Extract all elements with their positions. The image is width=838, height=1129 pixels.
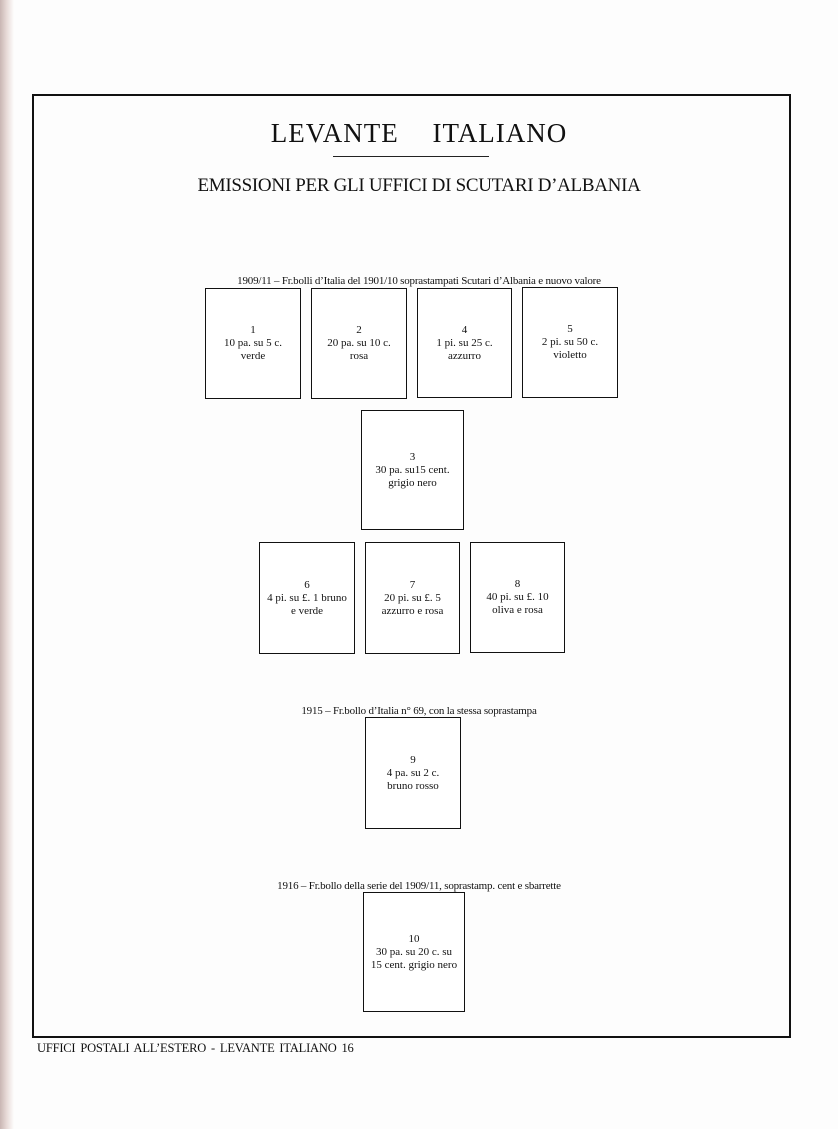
stamp-color: azzurro e rosa — [381, 604, 444, 617]
stamp-value: 30 pa. su15 cent. — [375, 463, 450, 476]
stamp-color: oliva e rosa — [492, 604, 543, 616]
stamp-number: 6 — [304, 578, 310, 591]
stamp-color: e verde — [290, 604, 324, 617]
stamp-space-2: 2 20 pa. su 10 c. rosa — [311, 288, 407, 399]
stamp-value: 40 pi. su £. 10 — [486, 591, 549, 603]
stamp-space-1: 1 10 pa. su 5 c. verde — [205, 288, 301, 399]
title-underline — [333, 156, 489, 157]
stamp-space-5: 5 2 pi. su 50 c. violetto — [522, 287, 618, 398]
page-footer: UFFICI POSTALI ALL’ESTERO - LEVANTE ITAL… — [37, 1041, 354, 1055]
stamp-value: 30 pa. su 20 c. su — [375, 945, 453, 958]
stamp-color: bruno rosso — [387, 779, 439, 792]
stamp-space-6: 6 4 pi. su £. 1 bruno e verde — [259, 542, 355, 654]
page-edge-shadow — [0, 0, 14, 1129]
stamp-number: 10 — [408, 932, 420, 945]
stamp-number: 5 — [567, 323, 573, 335]
section-caption-1909: 1909/11 – Fr.bolli d’Italia del 1901/10 … — [237, 275, 601, 287]
stamp-number: 8 — [514, 578, 521, 590]
stamp-value: 4 pi. su £. 1 bruno — [267, 591, 347, 604]
stamp-space-3: 3 30 pa. su15 cent. grigio nero — [361, 410, 464, 530]
page-title: LEVANTE ITALIANO — [270, 118, 568, 148]
stamp-color: violetto — [553, 349, 587, 361]
section-caption-1915: 1915 – Fr.bollo d’Italia n° 69, con la s… — [301, 705, 537, 717]
stamp-number: 9 — [410, 753, 416, 766]
stamp-number: 1 — [250, 324, 256, 336]
stamp-number: 3 — [409, 450, 416, 463]
stamp-space-8: 8 40 pi. su £. 10 oliva e rosa — [470, 542, 565, 653]
stamp-value: 1 pi. su 25 c. — [436, 336, 493, 349]
stamp-color: rosa — [349, 350, 369, 362]
stamp-space-10: 10 30 pa. su 20 c. su 15 cent. grigio ne… — [363, 892, 465, 1012]
stamp-color: grigio nero — [388, 476, 437, 489]
stamp-value: 2 pi. su 50 c. — [541, 336, 599, 348]
page-subtitle: EMISSIONI PER GLI UFFICI DI SCUTARI D’AL… — [197, 175, 641, 196]
stamp-value: 20 pi. su £. 5 — [384, 591, 441, 604]
stamp-space-4: 4 1 pi. su 25 c. azzurro — [417, 288, 512, 398]
stamp-value: 4 pa. su 2 c. — [386, 766, 440, 779]
stamp-color: verde — [240, 350, 266, 362]
stamp-color: azzurro — [448, 349, 481, 362]
album-page-frame — [32, 94, 791, 1038]
stamp-value: 20 pa. su 10 c. — [327, 337, 391, 349]
stamp-space-9: 9 4 pa. su 2 c. bruno rosso — [365, 717, 461, 829]
stamp-value: 10 pa. su 5 c. — [223, 337, 283, 349]
stamp-space-7: 7 20 pi. su £. 5 azzurro e rosa — [365, 542, 460, 654]
stamp-color: 15 cent. grigio nero — [370, 958, 458, 971]
section-caption-1916: 1916 – Fr.bollo della serie del 1909/11,… — [277, 880, 561, 892]
stamp-number: 2 — [356, 324, 362, 336]
stamp-number: 7 — [409, 578, 416, 591]
stamp-number: 4 — [461, 323, 468, 336]
